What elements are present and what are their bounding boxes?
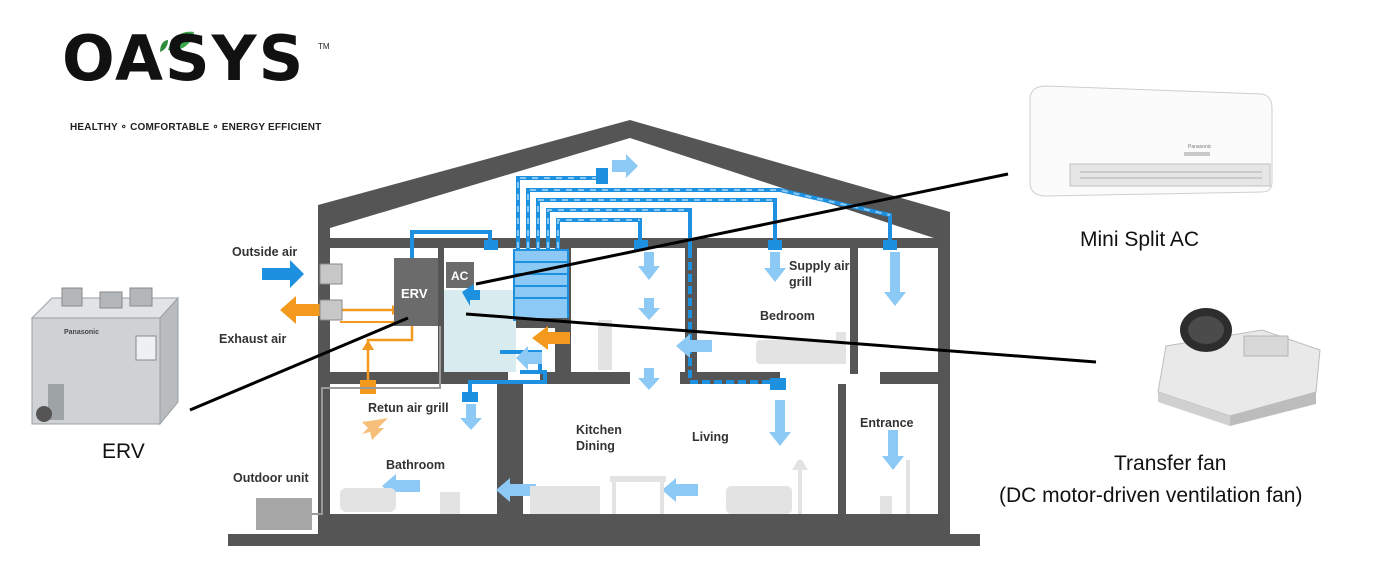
furniture-silhouettes [340, 320, 910, 514]
outside-air-vent [319, 263, 343, 285]
mini-split-device [1029, 85, 1273, 197]
duct-manifold [513, 249, 570, 328]
erv-callout-line [189, 316, 409, 412]
exhaust-air-arrow [280, 296, 320, 324]
down-arrow [882, 430, 904, 470]
refrigerant-line [312, 326, 441, 515]
trademark-mark: TM [318, 42, 330, 51]
callout-transfer-fan-sub: (DC motor-driven ventilation fan) [999, 484, 1302, 507]
left-arrow [676, 334, 712, 358]
ac-unit-box [446, 262, 474, 288]
left-arrow [496, 478, 536, 502]
label-supply-air-grill-2: grill [789, 275, 812, 289]
callout-erv: ERV [102, 440, 145, 463]
mini-split-callout-line [475, 172, 1009, 286]
label-bedroom: Bedroom [760, 309, 815, 323]
down-arrow [638, 298, 660, 320]
leaf-icon [168, 31, 194, 51]
ac-supply-arrow [462, 284, 480, 306]
label-kitchen: Kitchen [576, 423, 622, 437]
label-erv-box: ERV [401, 286, 428, 301]
outside-air-arrow [262, 260, 304, 288]
erv-unit-box [394, 258, 438, 326]
label-supply-air-grill-1: Supply air [789, 259, 850, 273]
callout-lines [189, 172, 1097, 412]
duct-dash-highlights [517, 177, 891, 260]
erv-brand-text: Panasonic [64, 329, 99, 336]
oasys-logo [160, 31, 194, 52]
label-entrance: Entrance [860, 416, 914, 430]
oasys-logo-text: OASYS [62, 22, 306, 95]
return-air-arrow [362, 418, 388, 440]
erv-device [30, 287, 180, 426]
label-bathroom: Bathroom [386, 458, 445, 472]
label-return-air-grill: Retun air grill [368, 401, 449, 415]
down-arrow [764, 252, 786, 282]
label-exhaust-air: Exhaust air [219, 332, 287, 346]
label-living: Living [692, 430, 729, 444]
exhaust-air-vent [319, 299, 343, 321]
down-arrow [769, 400, 791, 446]
label-dining: Dining [576, 439, 615, 453]
down-arrow [638, 368, 660, 390]
airflow-arrows [262, 154, 906, 502]
label-ac-box: AC [451, 269, 469, 283]
left-arrow [662, 478, 698, 502]
outdoor-unit [256, 498, 312, 530]
supply-grills [462, 168, 897, 402]
ac-zone [444, 290, 516, 372]
transfer-fan-device [1157, 308, 1321, 426]
left-arrow [516, 346, 542, 370]
label-outdoor-unit: Outdoor unit [233, 471, 310, 485]
ac-brand-text: Panasonic [1188, 144, 1212, 150]
callout-mini-split: Mini Split AC [1080, 228, 1199, 251]
callout-transfer-fan: Transfer fan [1114, 452, 1226, 475]
warm-left-arrow [532, 326, 570, 350]
down-arrow [460, 404, 482, 430]
exhaust-return-flow [280, 296, 570, 440]
down-arrow [884, 252, 906, 306]
down-arrow [638, 252, 660, 280]
transfer-fan-callout-line [465, 312, 1097, 364]
oasys-tagline: HEALTHY ∘ COMFORTABLE ∘ ENERGY EFFICIENT [70, 122, 322, 133]
label-outside-air: Outside air [232, 245, 297, 259]
